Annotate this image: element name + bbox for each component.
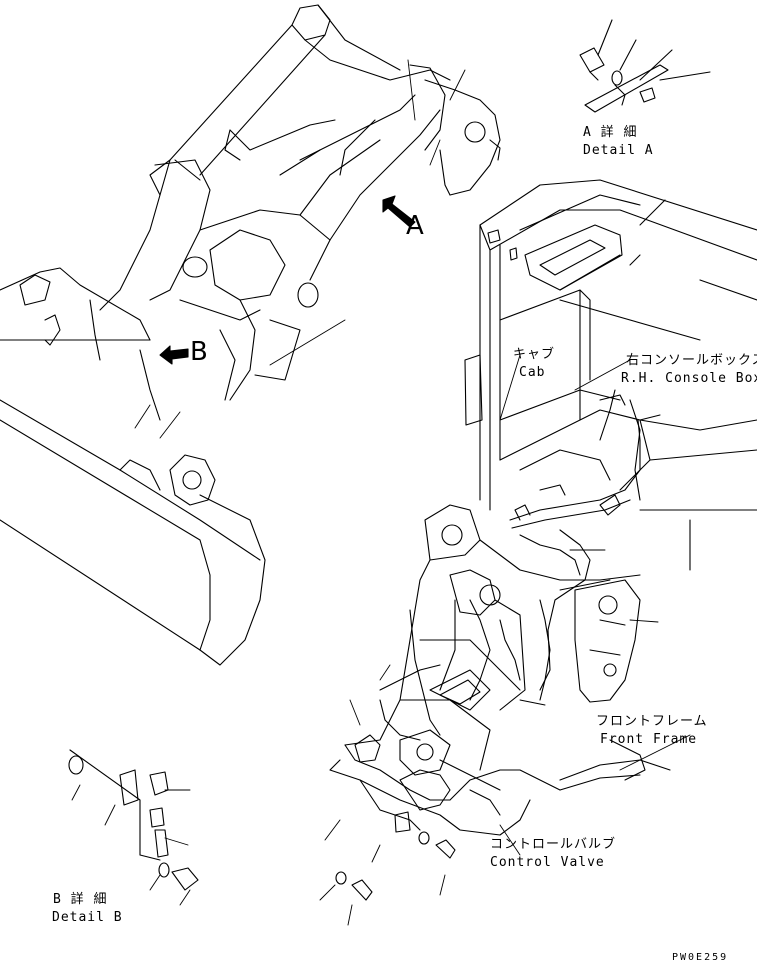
control-valve-label-jp: コントロールバルブ — [490, 837, 617, 852]
control-valve-label-en: Control Valve — [490, 855, 605, 870]
arrow-a-label: A — [406, 211, 424, 241]
detail-a-label-jp: A 詳 細 — [583, 125, 638, 140]
detail-a — [579, 19, 711, 113]
lift-arm — [99, 4, 501, 401]
bottom-fasteners — [335, 811, 456, 901]
detail-a-label-en: Detail A — [583, 143, 654, 158]
leader-lines — [71, 59, 691, 926]
cab-label-jp: キャブ — [513, 347, 556, 362]
arrow-b-label: B — [190, 337, 208, 367]
front-frame — [329, 504, 671, 836]
detail-b-label-en: Detail B — [52, 910, 123, 925]
console-box-label-jp: 右コンソールボックス — [626, 353, 757, 368]
bucket — [0, 267, 266, 666]
detail-b-label-jp: B 詳 細 — [53, 892, 108, 907]
arrow-b — [159, 345, 189, 365]
front-frame-label-jp: フロントフレーム — [596, 714, 708, 729]
console-box-label-en: R.H. Console Box — [621, 371, 757, 386]
drawing-code: PW0E259 — [672, 952, 729, 963]
detail-b — [68, 749, 199, 891]
arrow-a — [382, 195, 416, 228]
cab-label-en: Cab — [519, 365, 546, 380]
frame-wiring — [379, 599, 551, 791]
front-frame-label-en: Front Frame — [600, 732, 698, 747]
